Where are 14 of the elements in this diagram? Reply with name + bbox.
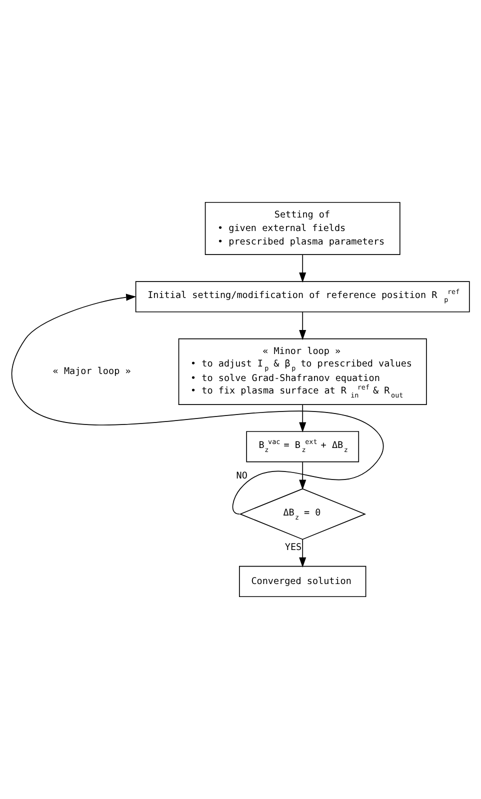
- edge-label: NO: [236, 470, 248, 482]
- arrow: [299, 312, 306, 340]
- arrow: [299, 254, 306, 283]
- arrow: [299, 404, 306, 432]
- node-box: Converged solution: [239, 566, 366, 598]
- edge-label: YES: [284, 542, 302, 554]
- node-box: B$_{z}$$^{vac}$ = B$_{z}$$^{ext}$ + ΔB$_{z}$: [246, 431, 360, 462]
- arrow: [299, 538, 306, 568]
- node-box: « Minor loop » • to adjust I$_{p}$ & β$_{p}$ to prescribed values • to solve Grad-Shafranov equation • to fix plasma surface at R$_{in}$$^{ref}$ & R$_{out}$: [178, 338, 427, 405]
- node-diamond: ΔB$_{z}$ = 0: [239, 488, 366, 540]
- arrow: [299, 462, 306, 490]
- label: « Major loop »: [52, 366, 131, 378]
- arrow: [11, 294, 384, 514]
- node-box: Setting of • given external fields • prescribed plasma parameters: [204, 202, 400, 256]
